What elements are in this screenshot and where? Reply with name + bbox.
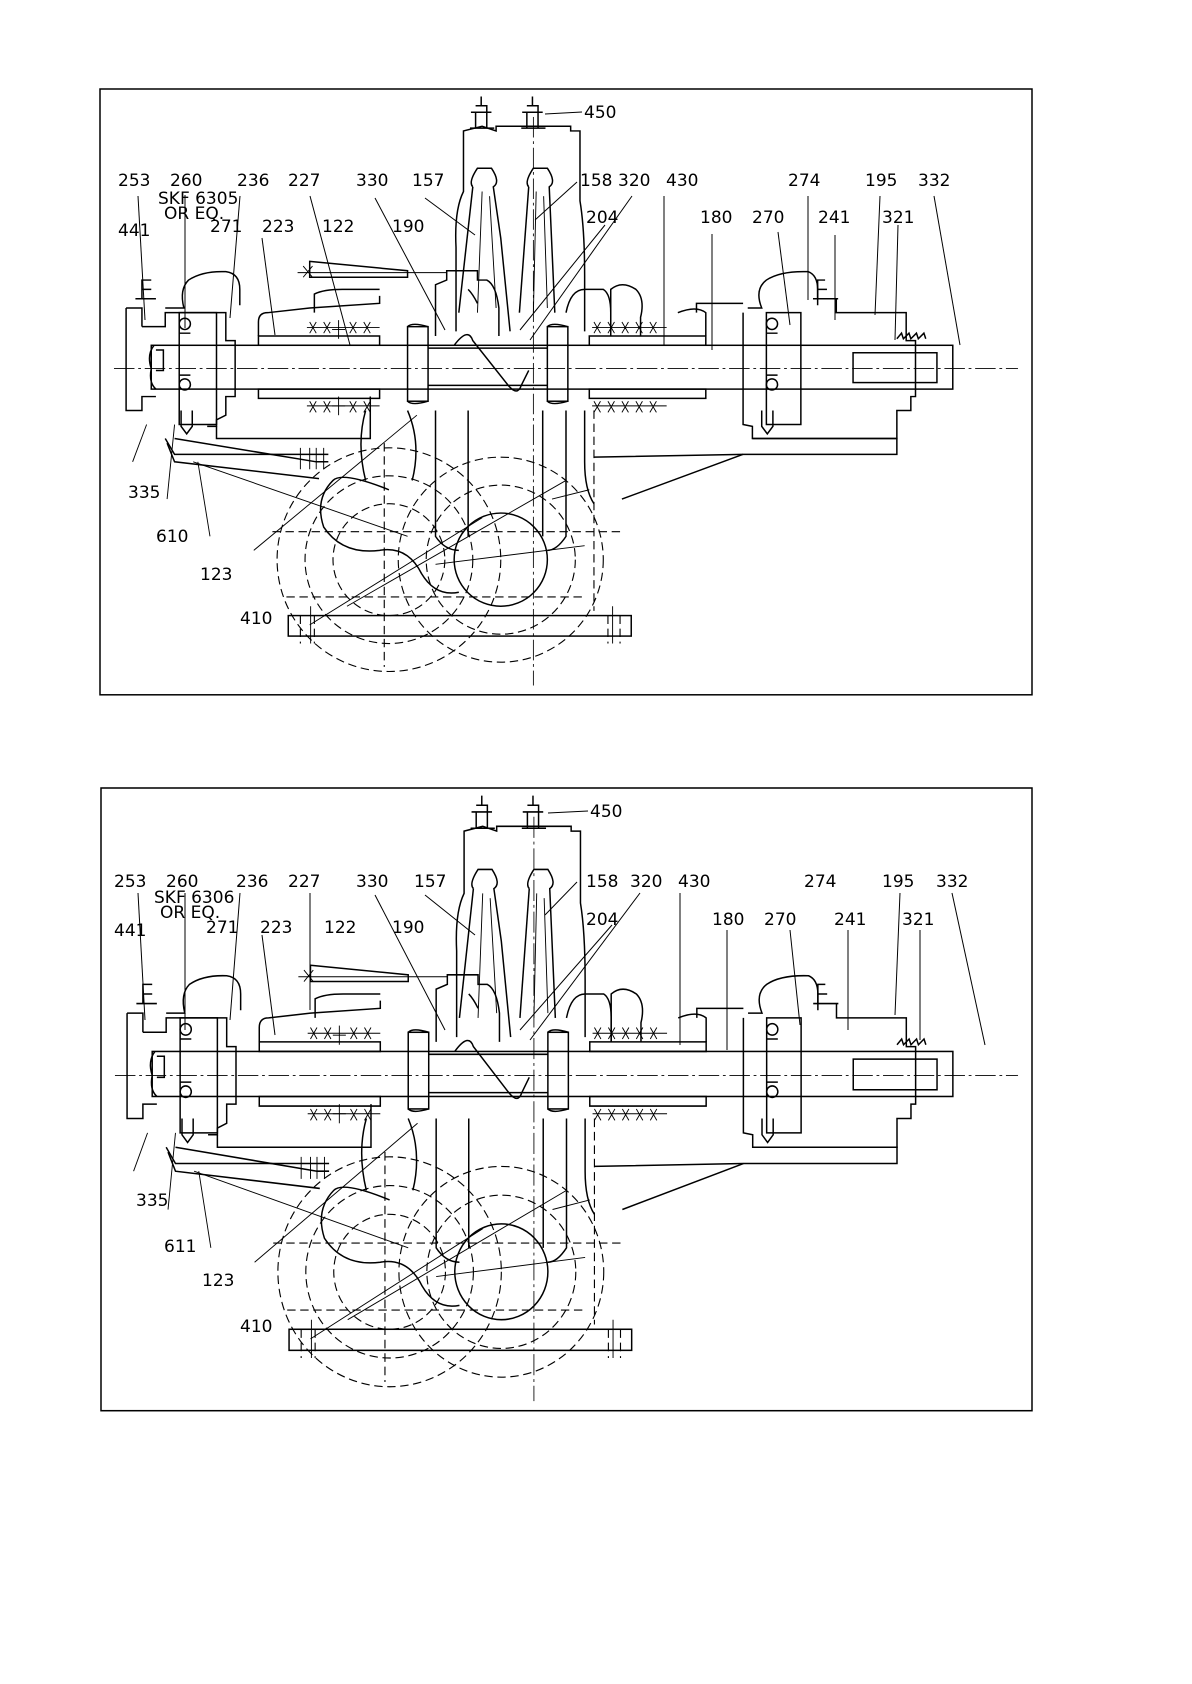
sectional-drawing-bottom: 253 260 236 227 330 157 158 320 430 274 … [101, 788, 1032, 1411]
callout-271: 271 [210, 217, 242, 237]
callout-204: 204 [586, 910, 618, 930]
callout-610: 610 [156, 527, 188, 547]
callout-241: 241 [834, 910, 866, 930]
callout-332: 332 [936, 872, 968, 892]
callout-253: 253 [114, 872, 146, 892]
callout-123: 123 [202, 1271, 234, 1291]
callout-330: 330 [356, 872, 388, 892]
callout-241: 241 [818, 208, 850, 228]
callout-611: 611 [164, 1237, 196, 1257]
callout-321: 321 [882, 208, 914, 228]
callout-122: 122 [322, 217, 354, 237]
callout-180: 180 [700, 208, 732, 228]
callout-450: 450 [584, 103, 616, 123]
callout-450: 450 [590, 802, 622, 822]
sectional-drawing-top: 253 260 236 227 330 157 158 320 430 274 … [100, 89, 1032, 695]
callout-223: 223 [260, 918, 292, 938]
callout-123: 123 [200, 565, 232, 585]
callout-270: 270 [752, 208, 784, 228]
callout-253: 253 [118, 171, 150, 191]
callout-320: 320 [630, 872, 662, 892]
callout-195: 195 [865, 171, 897, 191]
callout-321: 321 [902, 910, 934, 930]
callout-330: 330 [356, 171, 388, 191]
callout-227: 227 [288, 171, 320, 191]
callout-270: 270 [764, 910, 796, 930]
callout-332: 332 [918, 171, 950, 191]
callout-271: 271 [206, 918, 238, 938]
callout-223: 223 [262, 217, 294, 237]
callout-441: 441 [118, 221, 150, 241]
callout-190: 190 [392, 918, 424, 938]
callout-430: 430 [678, 872, 710, 892]
callout-320: 320 [618, 171, 650, 191]
callout-190: 190 [392, 217, 424, 237]
callout-410: 410 [240, 609, 272, 629]
callout-260: 260 [170, 171, 202, 191]
callout-441: 441 [114, 921, 146, 941]
callout-157: 157 [412, 171, 444, 191]
callout-227: 227 [288, 872, 320, 892]
callout-158: 158 [586, 872, 618, 892]
callout-274: 274 [804, 872, 836, 892]
callout-236: 236 [237, 171, 269, 191]
callout-430: 430 [666, 171, 698, 191]
callout-274: 274 [788, 171, 820, 191]
callout-410: 410 [240, 1317, 272, 1337]
callout-236: 236 [236, 872, 268, 892]
callout-335: 335 [136, 1191, 168, 1211]
callout-122: 122 [324, 918, 356, 938]
callout-204: 204 [586, 208, 618, 228]
callout-195: 195 [882, 872, 914, 892]
callout-335: 335 [128, 483, 160, 503]
callout-158: 158 [580, 171, 612, 191]
callout-180: 180 [712, 910, 744, 930]
callout-157: 157 [414, 872, 446, 892]
